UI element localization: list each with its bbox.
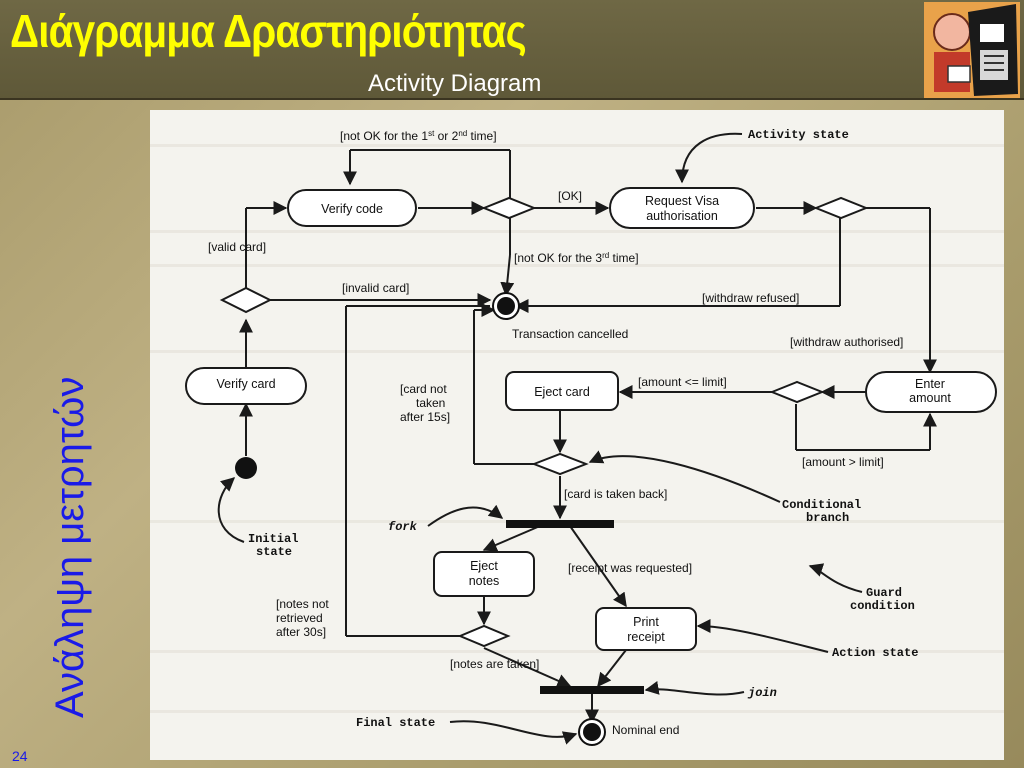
svg-text:[receipt was requested]: [receipt was requested]	[568, 561, 692, 575]
svg-text:[OK]: [OK]	[558, 189, 582, 203]
svg-text:[withdraw refused]: [withdraw refused]	[702, 291, 799, 305]
state-eject-card	[505, 371, 619, 411]
page-number: 24	[12, 748, 28, 764]
state-labels: Verify code Request Visa authorisation V…	[216, 194, 951, 644]
svg-text:branch: branch	[806, 511, 849, 525]
decision-visa-result	[813, 196, 869, 220]
state-request-visa	[609, 187, 755, 229]
svg-text:join: join	[747, 686, 777, 700]
connectors	[239, 149, 937, 724]
svg-text:condition: condition	[850, 599, 915, 613]
svg-text:Activity state: Activity state	[748, 128, 849, 142]
decision-notes-taken	[457, 624, 511, 648]
slide-title: Διάγραμμα Δραστηριότητας	[10, 5, 527, 57]
svg-text:Eject: Eject	[470, 559, 498, 573]
slide-subtitle: Activity Diagram	[368, 70, 542, 97]
header-divider	[0, 98, 1024, 100]
initial-state-dot	[235, 457, 257, 479]
svg-text:Initial: Initial	[248, 532, 298, 546]
atm-clip-art-icon	[924, 2, 1020, 98]
svg-text:Guard: Guard	[866, 586, 902, 600]
svg-text:Enter: Enter	[915, 377, 945, 391]
svg-text:taken: taken	[416, 396, 445, 410]
svg-text:Nominal end: Nominal end	[612, 723, 679, 737]
svg-text:receipt: receipt	[627, 630, 665, 644]
end-labels: Transaction cancelled Nominal end	[512, 327, 679, 737]
svg-text:[notes not: [notes not	[276, 597, 329, 611]
annotations: Activity state Initial state fork Condit…	[217, 128, 918, 745]
svg-text:amount: amount	[909, 391, 951, 405]
svg-text:fork: fork	[388, 520, 418, 534]
svg-text:retrieved: retrieved	[276, 611, 323, 625]
decision-code-check	[481, 196, 537, 220]
state-verify-code	[287, 189, 417, 227]
svg-text:[valid card]: [valid card]	[208, 240, 266, 254]
side-caption: Ανάληψη μετρητών	[48, 376, 92, 718]
svg-text:[amount > limit]: [amount > limit]	[802, 455, 884, 469]
svg-text:Final state: Final state	[356, 716, 435, 730]
svg-text:[card not: [card not	[400, 382, 447, 396]
svg-text:Transaction cancelled: Transaction cancelled	[512, 327, 628, 341]
svg-text:Request Visa: Request Visa	[645, 194, 719, 208]
svg-text:after 30s]: after 30s]	[276, 625, 326, 639]
svg-text:[notes are taken]: [notes are taken]	[450, 657, 539, 671]
svg-text:[not OK for the 3rd time]: [not OK for the 3rd time]	[514, 251, 639, 265]
nodes	[185, 187, 997, 746]
decision-amount-limit	[769, 380, 825, 404]
svg-text:Print: Print	[633, 615, 659, 629]
svg-text:[invalid card]: [invalid card]	[342, 281, 409, 295]
state-eject-notes	[433, 551, 535, 597]
svg-text:Eject card: Eject card	[534, 385, 590, 399]
svg-text:[card is taken back]: [card is taken back]	[564, 487, 667, 501]
decision-card-valid	[219, 286, 273, 314]
state-enter-amount	[865, 371, 997, 413]
svg-text:Action state: Action state	[832, 646, 918, 660]
state-print-receipt	[595, 607, 697, 651]
activity-diagram: Verify code Request Visa authorisation V…	[150, 110, 1004, 760]
svg-text:authorisation: authorisation	[646, 209, 718, 223]
guard-labels: [not OK for the 1st or 2nd time] [OK] [v…	[208, 129, 903, 671]
svg-text:Verify card: Verify card	[216, 377, 275, 391]
svg-text:after 15s]: after 15s]	[400, 410, 450, 424]
svg-text:Verify code: Verify code	[321, 202, 383, 216]
svg-text:state: state	[256, 545, 292, 559]
svg-text:[amount <= limit]: [amount <= limit]	[638, 375, 727, 389]
header-band	[0, 0, 1024, 100]
decision-card-taken	[531, 452, 589, 476]
svg-text:Conditional: Conditional	[782, 498, 861, 512]
svg-text:[not OK for the 1st or 2nd tim: [not OK for the 1st or 2nd time]	[340, 129, 497, 143]
svg-text:[withdraw authorised]: [withdraw authorised]	[790, 335, 903, 349]
state-verify-card	[185, 367, 307, 405]
join-bar	[540, 686, 644, 694]
fork-bar	[506, 520, 614, 528]
svg-text:notes: notes	[469, 574, 500, 588]
